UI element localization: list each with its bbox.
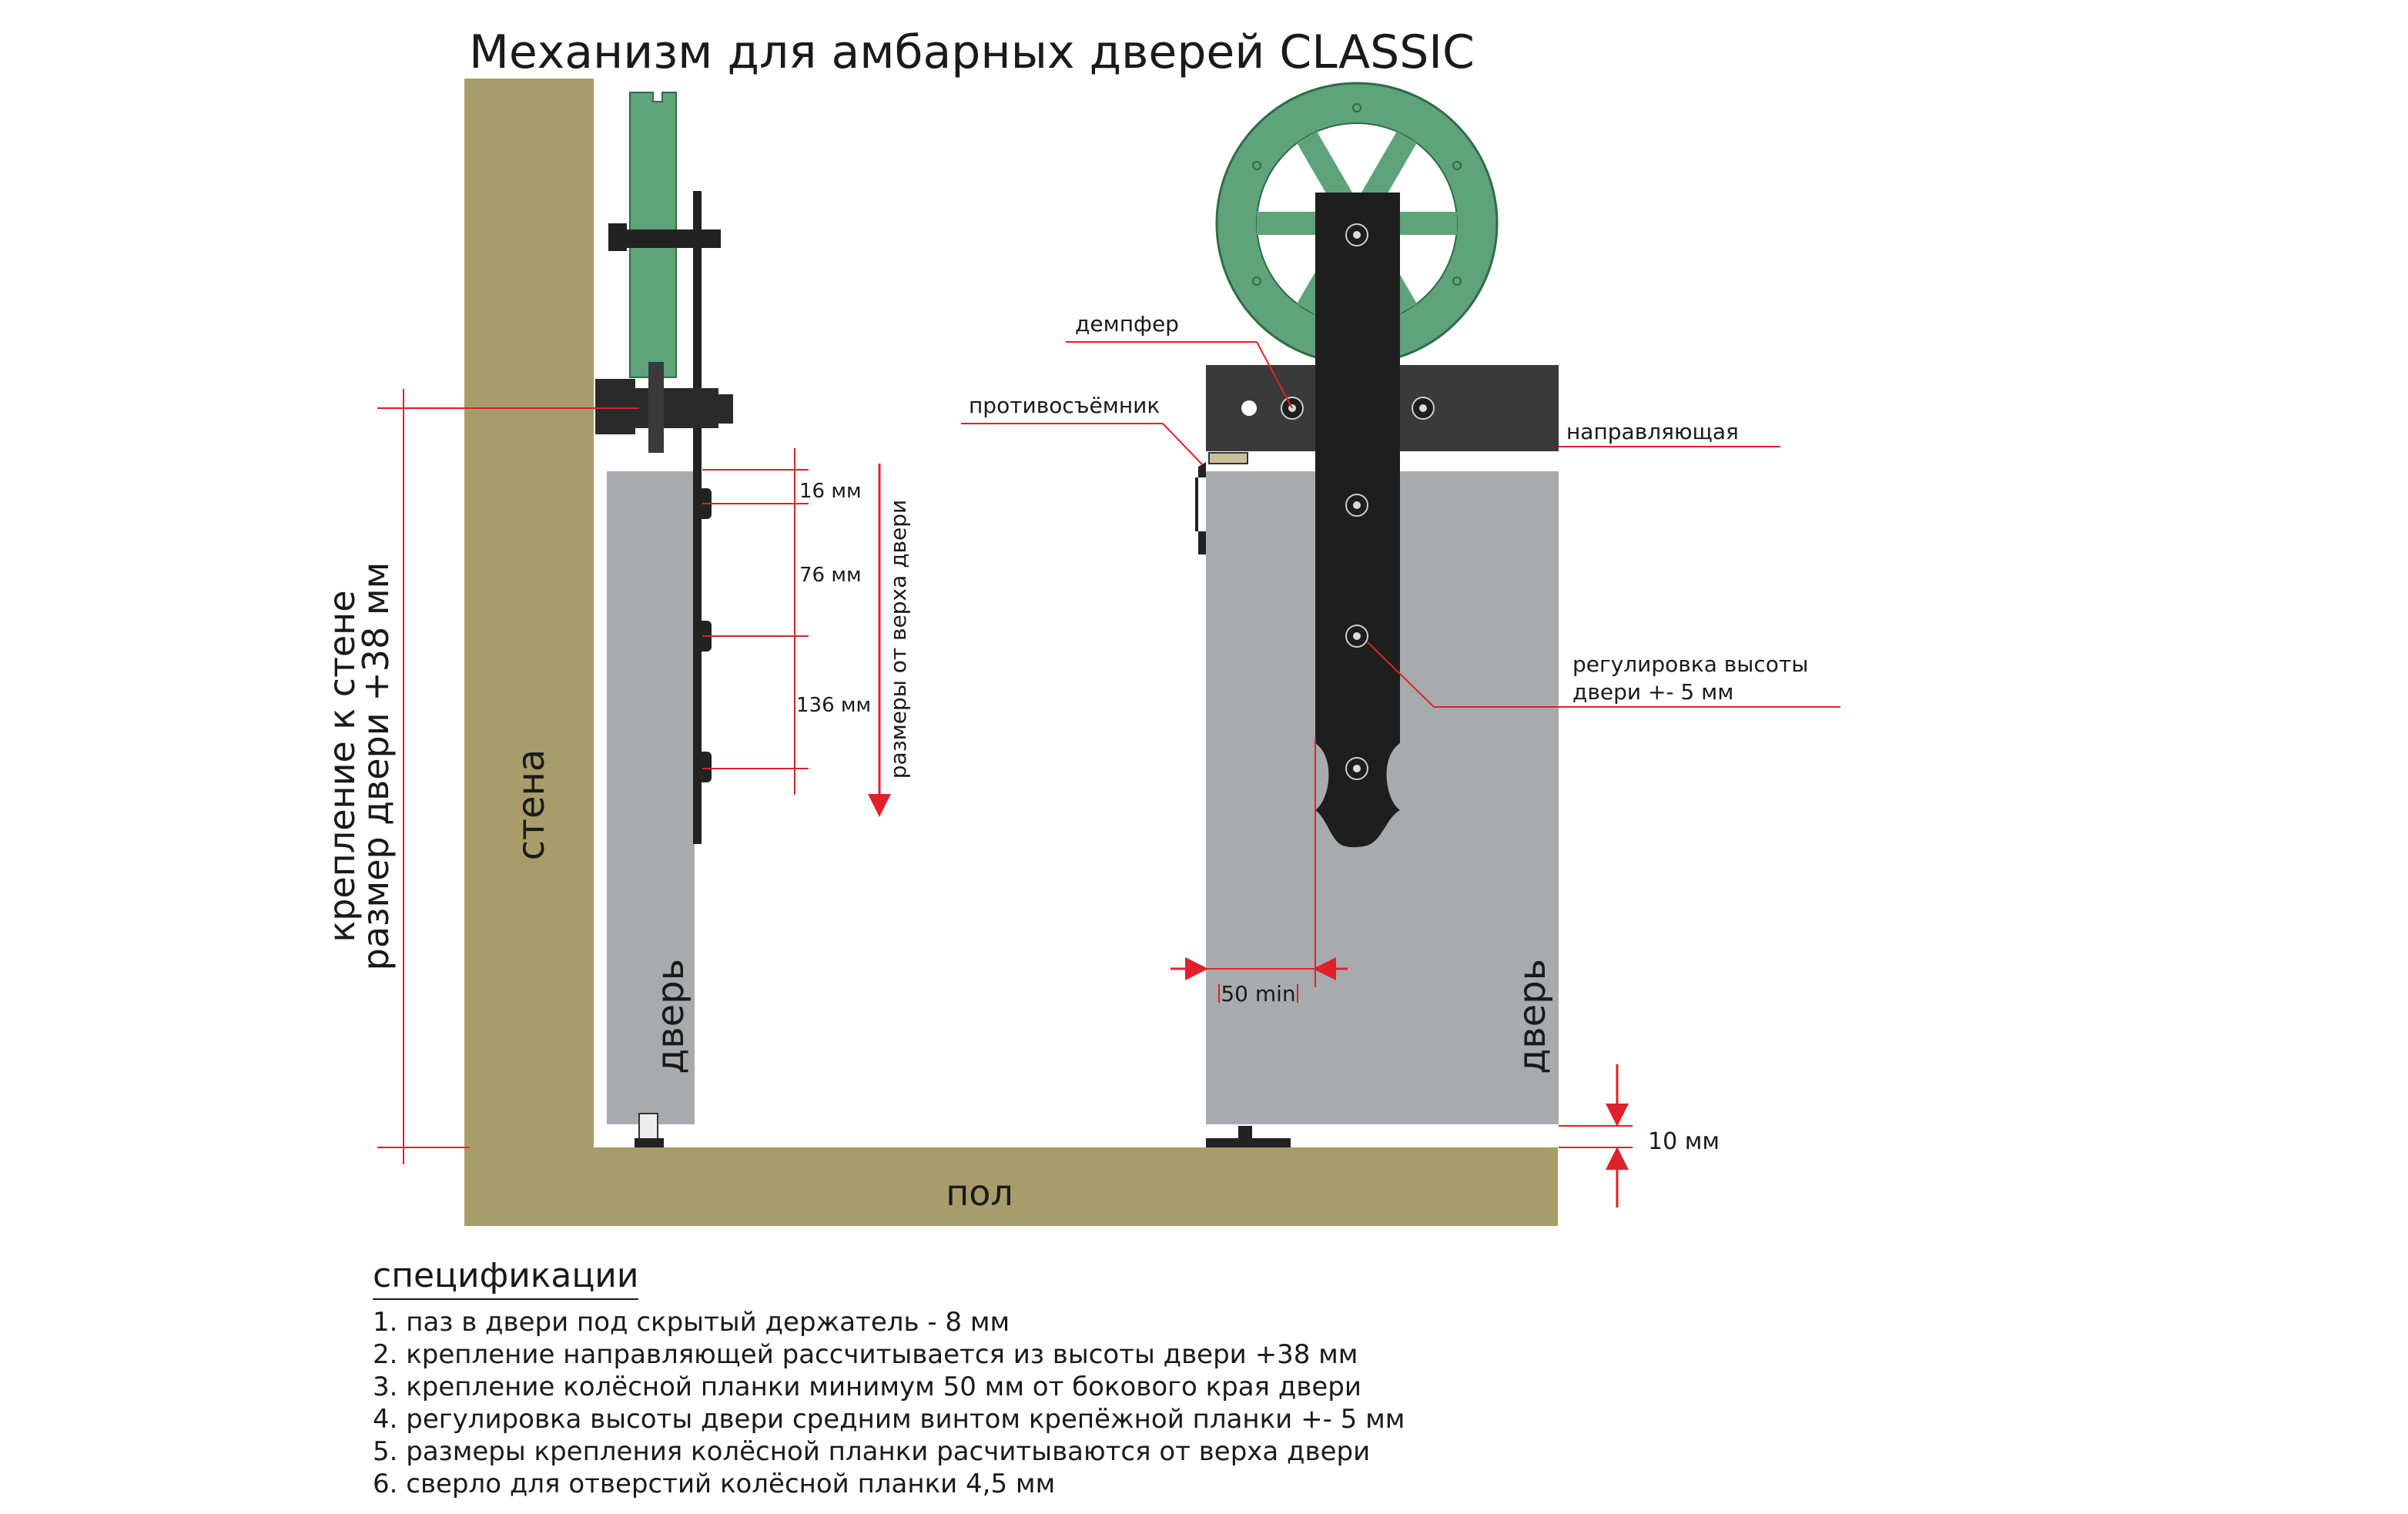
dim-76-label: 76 мм	[799, 564, 862, 587]
wall-bracket-spacer	[635, 388, 718, 428]
spec-item: 1. паз в двери под скрытый держатель - 8…	[373, 1307, 1010, 1338]
dim-136-label: 136 мм	[796, 694, 871, 717]
floor-guide-left-base	[635, 1138, 664, 1147]
door-right-label: дверь	[1511, 959, 1554, 1074]
wall-block	[464, 79, 594, 1226]
dims-from-top-label: размеры от верха двери	[886, 500, 911, 779]
spec-item: 2. крепление направляющей рассчитывается…	[373, 1339, 1358, 1370]
wall-mount-label-2: размер двери +38 мм	[355, 562, 397, 971]
diagram-title: Механизм для амбарных дверей CLASSIC	[469, 25, 1475, 79]
dim-10-label: 10 мм	[1648, 1128, 1720, 1155]
anti-lift-label: противосъёмник	[969, 393, 1160, 418]
damper-label: демпфер	[1075, 311, 1179, 337]
wall-mount-label-1: крепление к стене	[321, 590, 363, 942]
floor-label: пол	[946, 1172, 1013, 1214]
height-adjust-label-2: двери +- 5 мм	[1572, 679, 1733, 705]
specifications-title: спецификации	[373, 1255, 639, 1300]
anti-lift-bracket	[1195, 462, 1206, 554]
height-adjust-leader-d	[1367, 641, 1435, 708]
floor-guide-left	[638, 1113, 658, 1144]
rail-side-view	[648, 362, 664, 453]
spec-item: 5. размеры крепления колёсной планки рас…	[373, 1436, 1371, 1467]
anti-lift-leader-d	[1162, 423, 1204, 466]
wheel-axle-nut	[608, 223, 627, 251]
height-adjust-label-1: регулировка высоты	[1572, 651, 1808, 677]
strap-bolts	[1281, 223, 1435, 780]
hanger-strap-front	[1315, 193, 1400, 848]
floor-guide-right-base	[1206, 1138, 1291, 1147]
anti-lift-block	[1208, 452, 1248, 464]
dim-16-label: 16 мм	[799, 480, 862, 503]
spec-item: 4. регулировка высоты двери средним винт…	[373, 1404, 1405, 1435]
hanger-bolt-3	[698, 752, 712, 782]
spec-item: 6. сверло для отверстий колёсной планки …	[373, 1469, 1056, 1499]
wall-label: стена	[510, 749, 553, 861]
dim-50min-label: 50 min	[1221, 981, 1295, 1007]
wall-bracket-cap	[715, 394, 733, 424]
wall-bracket	[595, 379, 635, 434]
rail-label: направляющая	[1566, 419, 1739, 444]
damper-leader-d	[1256, 341, 1293, 409]
door-left-label: дверь	[649, 959, 692, 1074]
hanger-strap-side	[693, 191, 702, 844]
rail-hole	[1241, 400, 1257, 416]
spec-item: 3. крепление колёсной планки минимум 50 …	[373, 1372, 1361, 1402]
door-side-view	[607, 471, 695, 1124]
floor-block	[464, 1147, 1558, 1226]
specifications-block: спецификации 1. паз в двери под скрытый …	[373, 1255, 1682, 1500]
wheel-axle	[625, 229, 721, 248]
